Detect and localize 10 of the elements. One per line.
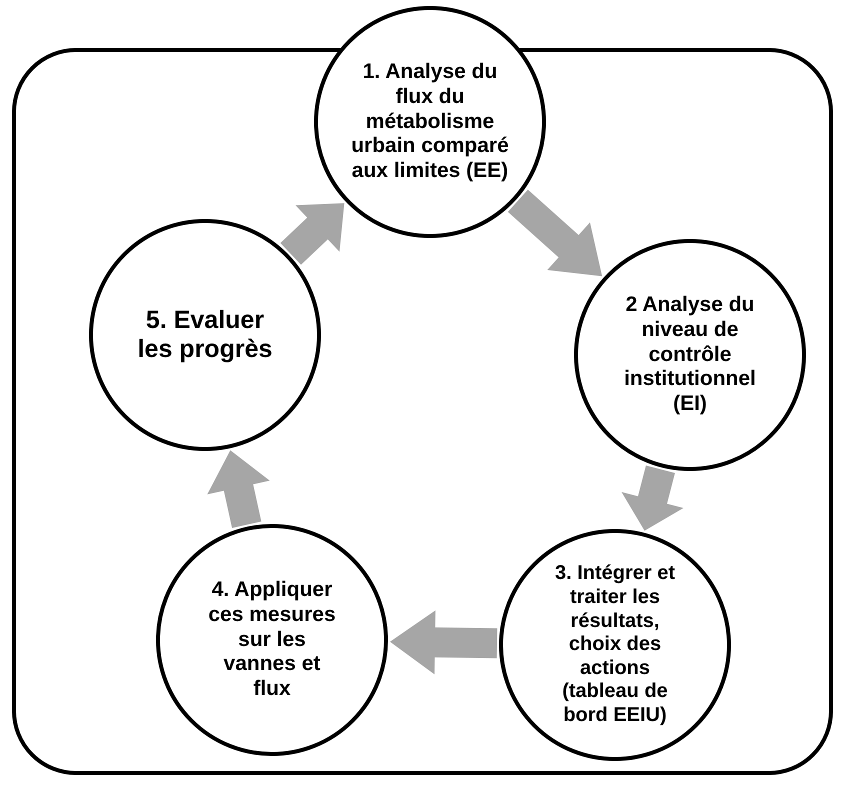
step-label: 4. Appliquer ces mesures sur les vannes et flux — [207, 578, 337, 702]
step-label: 3. Intégrer et traiter les résultats, choix des actions (tableau de bord EEIU) — [554, 562, 676, 728]
step-label: 5. Evaluer les progrès — [136, 306, 274, 364]
block-arrow — [390, 610, 498, 674]
block-arrow — [207, 450, 270, 528]
step-label: 1. Analyse du flux du métabolisme urbain comparé aux limites (EE) — [350, 60, 510, 184]
step-label: 2 Analyse du niveau de contrôle institutionnel (EI) — [623, 293, 757, 417]
block-arrow — [280, 203, 344, 265]
block-arrow — [622, 465, 684, 531]
block-arrow — [508, 190, 602, 276]
